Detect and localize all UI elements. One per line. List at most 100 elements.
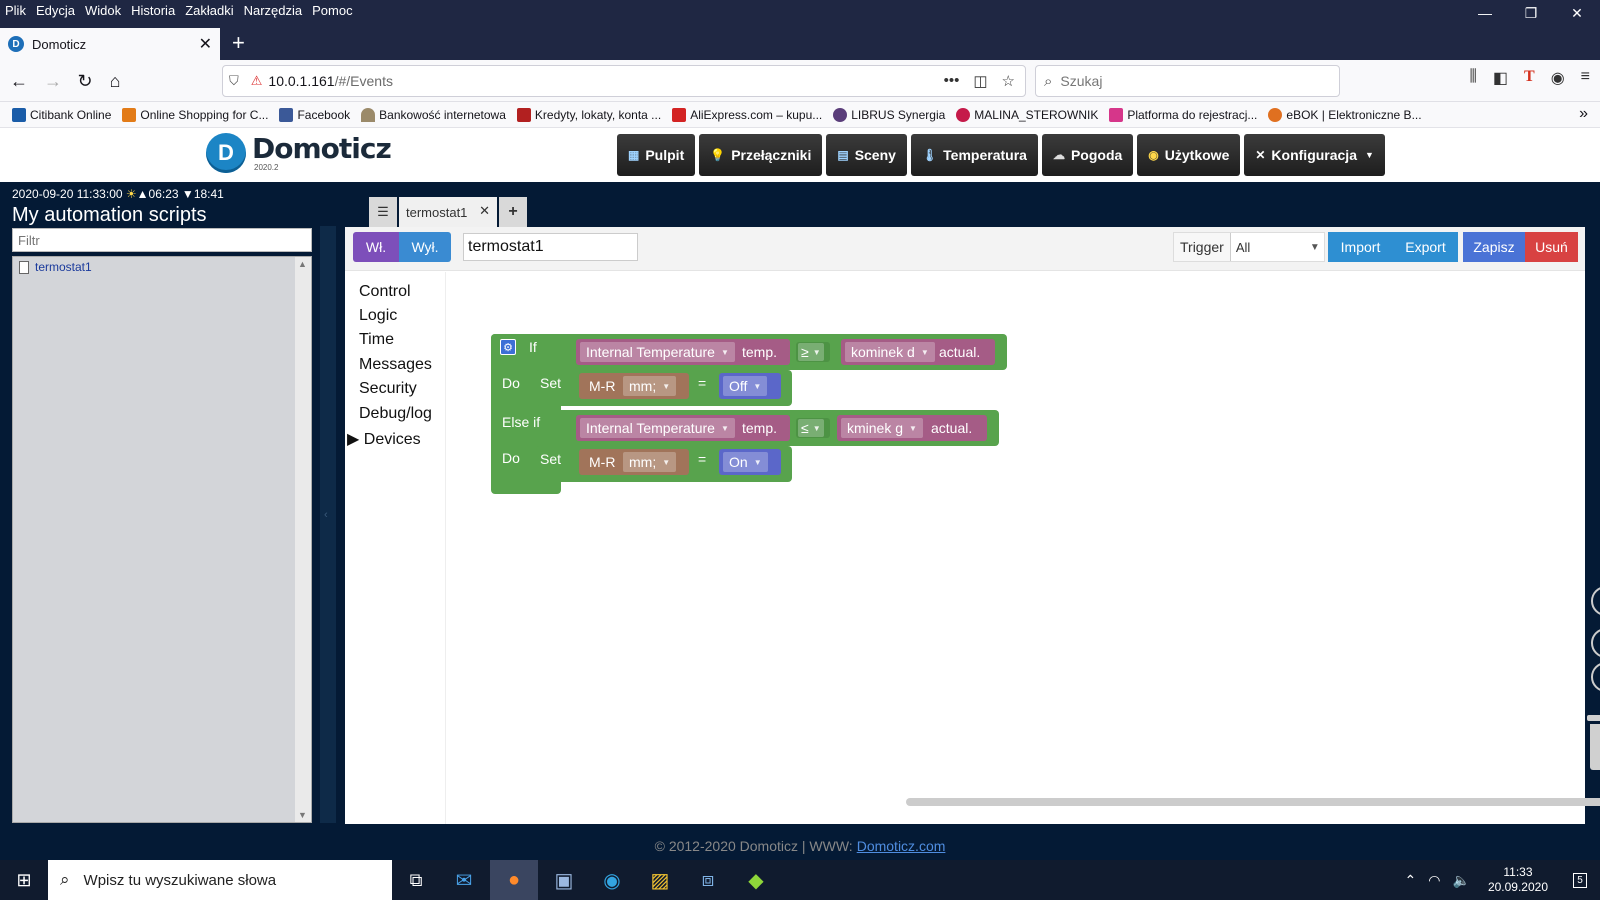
bookmark-banggood[interactable]: Online Shopping for C... bbox=[122, 107, 268, 122]
variable-block-2[interactable]: M-R mm;▼ bbox=[579, 449, 689, 475]
tab-menu-icon[interactable]: ☰ bbox=[369, 197, 397, 227]
close-tab-icon[interactable]: ✕ bbox=[198, 36, 212, 53]
close-editor-tab-icon[interactable]: ✕ bbox=[479, 203, 490, 218]
forward-icon[interactable]: → bbox=[44, 70, 62, 91]
volume-icon[interactable]: 🔈 bbox=[1452, 871, 1470, 888]
operator-block-1[interactable]: ≥▼ bbox=[796, 342, 830, 362]
value-dropdown[interactable]: Off▼ bbox=[723, 376, 768, 396]
bookmark-malina[interactable]: MALINA_STEROWNIK bbox=[956, 107, 1098, 122]
cube-app-icon[interactable]: ◆ bbox=[748, 869, 764, 892]
close-window-icon[interactable]: ✕ bbox=[1571, 4, 1583, 21]
category-logic[interactable]: Logic bbox=[359, 307, 398, 324]
bookmark-platforma[interactable]: Platforma do rejestracj... bbox=[1109, 107, 1257, 122]
menu-tools[interactable]: Narzędzia bbox=[243, 3, 303, 18]
thunderbird-icon[interactable]: ✉ bbox=[455, 869, 473, 892]
zoom-out-icon[interactable]: − bbox=[1591, 662, 1600, 692]
trigger-dropdown[interactable]: All▼ bbox=[1229, 233, 1324, 261]
category-security[interactable]: Security bbox=[359, 380, 417, 397]
bookmark-facebook[interactable]: Facebook bbox=[279, 107, 350, 122]
nav-utility[interactable]: ◉Użytkowe bbox=[1137, 134, 1241, 176]
search-input[interactable]: ⌕ Szukaj bbox=[1035, 65, 1340, 97]
category-messages[interactable]: Messages bbox=[359, 356, 432, 373]
gear-icon[interactable]: ⚙ bbox=[500, 339, 516, 355]
nav-weather[interactable]: ☁Pogoda bbox=[1041, 134, 1134, 176]
event-name-input[interactable] bbox=[463, 233, 638, 261]
extension-t-icon[interactable]: T bbox=[1524, 68, 1535, 85]
trash-icon[interactable] bbox=[1587, 715, 1600, 771]
domoticz-logo[interactable]: D Domoticz 2020.2 bbox=[206, 133, 392, 173]
home-icon[interactable]: ⌂ bbox=[109, 70, 121, 91]
blockly-workspace[interactable]: ⚙ If Do Else if Do Internal Temperature▼… bbox=[445, 272, 1600, 824]
variable-dropdown[interactable]: mm;▼ bbox=[623, 376, 677, 396]
panel-splitter[interactable]: ‹ bbox=[320, 226, 336, 823]
scroll-down-icon[interactable]: ▼ bbox=[298, 810, 307, 820]
hamburger-menu-icon[interactable]: ≡ bbox=[1580, 68, 1590, 85]
device-dropdown[interactable]: kominek d▼ bbox=[845, 342, 935, 362]
pocket-icon[interactable]: ◫ bbox=[973, 73, 988, 90]
bookmark-kredyty[interactable]: Kredyty, lokaty, konta ... bbox=[516, 107, 661, 122]
firefox-icon[interactable]: ● bbox=[490, 860, 538, 900]
scroll-up-icon[interactable]: ▲ bbox=[298, 259, 307, 269]
tab-termostat1[interactable]: termostat1✕ bbox=[399, 197, 497, 227]
operator-block-2[interactable]: ≤▼ bbox=[796, 418, 830, 438]
browser-tab[interactable]: D Domoticz ✕ bbox=[0, 28, 220, 60]
trigger-select[interactable]: Trigger All▼ bbox=[1173, 232, 1325, 262]
value-block-2[interactable]: On▼ bbox=[719, 449, 781, 475]
device-dropdown[interactable]: kminek g▼ bbox=[841, 418, 923, 438]
filter-input[interactable] bbox=[12, 228, 312, 252]
delete-button[interactable]: Usuń bbox=[1525, 232, 1578, 262]
bookmark-ebok[interactable]: eBOK | Elektroniczne B... bbox=[1268, 107, 1422, 122]
save-button[interactable]: Zapisz bbox=[1463, 232, 1525, 262]
device-dropdown[interactable]: Internal Temperature▼ bbox=[580, 342, 735, 362]
recenter-icon[interactable]: ● bbox=[1591, 586, 1600, 616]
insecure-lock-icon[interactable]: ⚠ bbox=[250, 73, 263, 88]
menu-help[interactable]: Pomoc bbox=[312, 3, 353, 18]
nav-pulpit[interactable]: ▦Pulpit bbox=[617, 134, 696, 176]
device-dropdown[interactable]: Internal Temperature▼ bbox=[580, 418, 735, 438]
sidebar-icon[interactable]: ◧ bbox=[1492, 70, 1509, 87]
variable-dropdown[interactable]: mm;▼ bbox=[623, 452, 677, 472]
operator-dropdown[interactable]: ≥▼ bbox=[798, 343, 824, 361]
app-icon[interactable]: ▣ bbox=[554, 869, 574, 892]
workspace-horizontal-scrollbar[interactable] bbox=[906, 798, 1600, 806]
minimize-icon[interactable]: — bbox=[1478, 5, 1492, 21]
device-block-2[interactable]: kominek d▼ actual. bbox=[841, 339, 995, 365]
windows-start-icon[interactable]: ⊞ bbox=[16, 869, 32, 890]
operator-dropdown[interactable]: ≤▼ bbox=[798, 419, 824, 437]
wifi-icon[interactable]: ◠ bbox=[1428, 871, 1441, 888]
shield-icon[interactable]: ⛉ bbox=[229, 73, 239, 88]
device-block-3[interactable]: Internal Temperature▼ temp. bbox=[576, 415, 790, 441]
nav-switches[interactable]: 💡Przełączniki bbox=[699, 134, 823, 176]
device-block-4[interactable]: kminek g▼ actual. bbox=[837, 415, 987, 441]
category-control[interactable]: Control bbox=[359, 283, 411, 300]
task-view-icon[interactable]: ⧉ bbox=[409, 869, 423, 890]
bookmark-librus[interactable]: LIBRUS Synergia bbox=[833, 107, 945, 122]
value-block-1[interactable]: Off▼ bbox=[719, 373, 781, 399]
category-debug[interactable]: Debug/log bbox=[359, 405, 432, 422]
variable-block-1[interactable]: M-R mm;▼ bbox=[579, 373, 689, 399]
device-block-1[interactable]: Internal Temperature▼ temp. bbox=[576, 339, 790, 365]
menu-history[interactable]: Historia bbox=[131, 3, 176, 18]
export-button[interactable]: Export bbox=[1393, 232, 1458, 262]
add-tab-icon[interactable]: + bbox=[499, 197, 527, 227]
menu-view[interactable]: Widok bbox=[84, 3, 122, 18]
enable-button[interactable]: Wł. bbox=[353, 232, 399, 262]
chevron-up-icon[interactable]: ⌃ bbox=[1404, 871, 1417, 888]
bookmark-citibank[interactable]: Citibank Online bbox=[12, 107, 111, 122]
import-button[interactable]: Import bbox=[1328, 232, 1393, 262]
list-item[interactable]: termostat1 bbox=[19, 260, 92, 274]
taskbar-search-input[interactable]: ⌕ Wpisz tu wyszukiwane słowa bbox=[48, 860, 392, 900]
collapse-arrow-icon[interactable]: ‹ bbox=[324, 509, 328, 521]
disable-button[interactable]: Wył. bbox=[399, 232, 451, 262]
menu-bookmarks[interactable]: Zakładki bbox=[185, 3, 234, 18]
network-app-icon[interactable]: ⧈ bbox=[701, 868, 715, 891]
library-icon[interactable]: ⫼ bbox=[1469, 68, 1477, 85]
category-time[interactable]: Time bbox=[359, 331, 394, 348]
new-tab-icon[interactable]: + bbox=[232, 30, 245, 55]
chart-app-icon[interactable]: ▨ bbox=[650, 869, 670, 892]
footer-link[interactable]: Domoticz.com bbox=[856, 838, 946, 854]
nav-scenes[interactable]: ▤Sceny bbox=[826, 134, 907, 176]
bookmark-bank[interactable]: Bankowość internetowa bbox=[361, 107, 506, 122]
account-icon[interactable]: ◉ bbox=[1550, 70, 1565, 87]
list-scrollbar[interactable]: ▲▼ bbox=[295, 257, 311, 822]
